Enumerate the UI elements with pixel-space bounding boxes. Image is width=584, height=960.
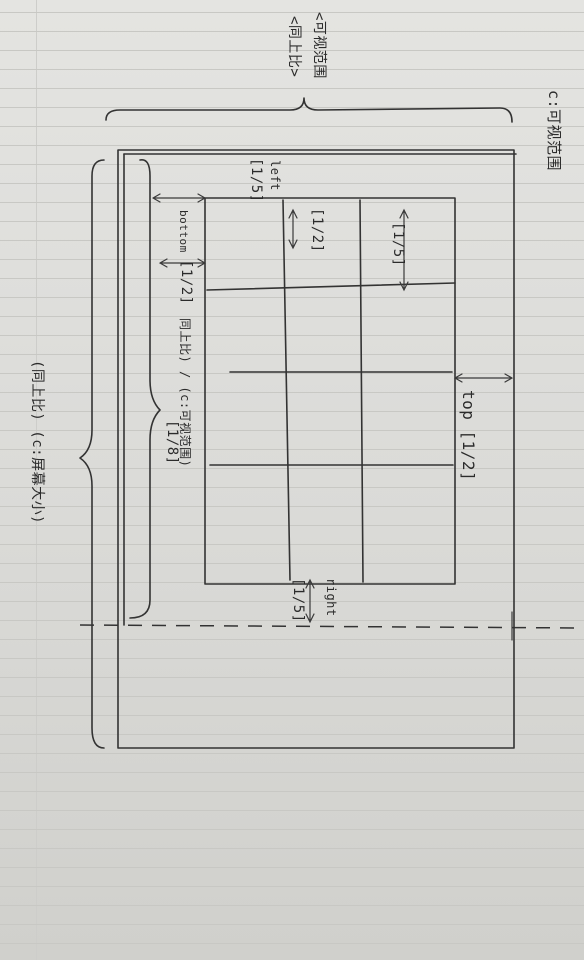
ruled-line	[0, 145, 584, 146]
ruled-line	[0, 12, 584, 13]
visible-area-frame	[204, 197, 456, 585]
ruled-line	[0, 88, 584, 89]
ruled-line	[0, 221, 584, 222]
title-c-label: c:可视范围	[545, 90, 563, 172]
ruled-line	[0, 867, 584, 868]
left-inner-ratio: [1/2]	[309, 208, 325, 253]
left-label: left	[268, 160, 282, 191]
ruled-line	[0, 468, 584, 469]
bottom-arrow	[158, 258, 207, 268]
ruled-line	[0, 316, 584, 317]
ruled-line	[0, 411, 584, 412]
ruled-line	[0, 886, 584, 887]
top-right-ratio: [1/5]	[390, 222, 406, 267]
ruled-line	[0, 354, 584, 355]
ruled-line	[0, 924, 584, 925]
ruled-line	[0, 696, 584, 697]
ruled-line	[0, 677, 584, 678]
ruled-line	[0, 430, 584, 431]
ruled-line	[0, 259, 584, 260]
ruled-line	[0, 202, 584, 203]
grid-row-1	[206, 282, 456, 291]
top-brace	[105, 97, 513, 123]
ruled-line	[0, 791, 584, 792]
note-top-left: <可视范围	[311, 12, 327, 79]
ruled-line	[0, 449, 584, 450]
grid-col-1	[282, 199, 291, 581]
ruled-line	[0, 126, 584, 127]
left-inner-arrow	[288, 208, 298, 250]
ruled-line	[0, 734, 584, 735]
ruled-line	[0, 829, 584, 830]
ruled-line	[0, 506, 584, 507]
ruled-line	[0, 335, 584, 336]
grid-col-2	[359, 199, 364, 583]
ruled-line	[0, 582, 584, 583]
dashed-boundary	[79, 624, 584, 629]
top-arrow	[453, 373, 514, 383]
ruled-line	[0, 392, 584, 393]
left-inner-brace	[129, 159, 161, 619]
ruled-line	[0, 164, 584, 165]
mid-ratio: [1/8]	[164, 420, 180, 465]
ruled-line	[0, 297, 584, 298]
ruled-line	[0, 31, 584, 32]
ruled-line	[0, 69, 584, 70]
ruled-line	[0, 563, 584, 564]
left-arrow	[152, 193, 206, 203]
left-ratio: [1/5]	[248, 158, 264, 203]
ruled-line	[0, 905, 584, 906]
ruled-line	[0, 848, 584, 849]
right-arrow	[305, 578, 315, 624]
ruled-line	[0, 525, 584, 526]
ruled-line	[0, 620, 584, 621]
top-right-arrow	[399, 208, 409, 292]
left-large-brace	[79, 159, 105, 749]
ruled-line	[0, 278, 584, 279]
bottom-note: (同上比) (c:屏幕大小)	[29, 360, 45, 525]
ruled-line	[0, 943, 584, 944]
ruled-line	[0, 810, 584, 811]
bottom-label: bottom	[177, 210, 190, 253]
right-ratio: [1/5]	[290, 578, 306, 623]
ruled-line	[0, 240, 584, 241]
top-ratio-label: top [1/2]	[459, 390, 478, 482]
ruled-line	[0, 50, 584, 51]
ruled-line	[0, 544, 584, 545]
ruled-line	[0, 373, 584, 374]
outer-screen-frame	[117, 149, 515, 749]
ruled-line	[0, 658, 584, 659]
note-top-left-2: <同上比>	[286, 16, 302, 78]
ruled-line	[0, 487, 584, 488]
ruled-line	[0, 107, 584, 108]
ruled-line	[0, 639, 584, 640]
ruled-line	[0, 183, 584, 184]
ruled-line	[0, 772, 584, 773]
right-label: right	[324, 578, 338, 617]
bottom-ratio: [1/2]	[178, 260, 194, 305]
ruled-line	[0, 753, 584, 754]
ruled-line	[0, 715, 584, 716]
ruled-line	[0, 601, 584, 602]
margin-line	[36, 0, 37, 960]
